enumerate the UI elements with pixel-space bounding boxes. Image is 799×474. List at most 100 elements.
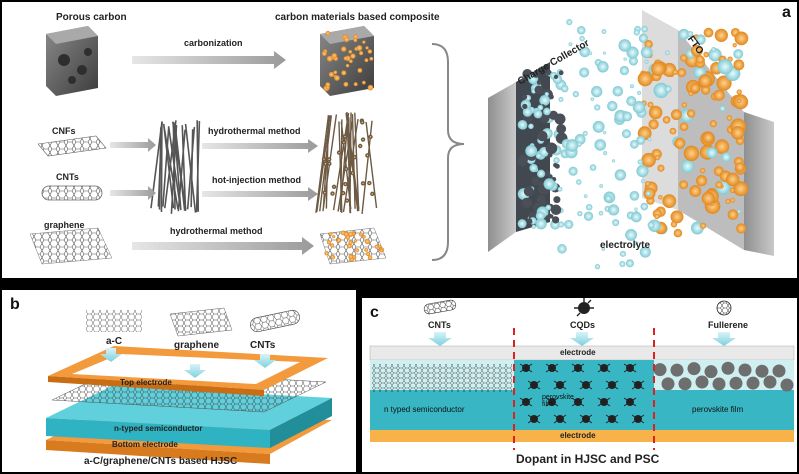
fto-particle: [706, 147, 718, 159]
composite-particle: [334, 75, 340, 81]
composite-particle: [346, 243, 352, 249]
composite-particle: [326, 240, 332, 245]
electrolyte-particle: [591, 85, 603, 98]
composite-particle: [349, 59, 353, 64]
fto-particle: [725, 172, 740, 187]
fullerene-dopants: [653, 361, 794, 392]
cqd-dopants: [519, 363, 645, 424]
fibre: [196, 120, 200, 212]
fibre: [157, 121, 163, 207]
composite-particle: [325, 85, 330, 90]
cqd-ligand: [527, 414, 541, 424]
collector-particle: [548, 174, 553, 179]
composite-particle: [365, 251, 371, 257]
composite-particle: [364, 247, 369, 252]
material-graphene-b: graphene: [174, 340, 220, 351]
composite-particle: [358, 232, 364, 237]
electrolyte-particle: [576, 25, 586, 35]
composite-particle: [336, 237, 342, 243]
composite-particle: [353, 34, 358, 39]
composite-particle: [362, 40, 366, 44]
fto-particle: [700, 85, 711, 95]
fto-particle: [679, 122, 689, 132]
composite-particle: [370, 191, 375, 197]
electrolyte-particle: [611, 159, 616, 163]
fto-particle: [714, 139, 730, 154]
composite-particle: [327, 161, 332, 166]
collector-particle: [529, 163, 538, 173]
fullerene: [704, 365, 718, 379]
cqd-ligand: [571, 397, 585, 407]
electrolyte-particle: [583, 194, 588, 198]
cqd-ligand: [579, 380, 593, 390]
fullerene: [729, 376, 743, 390]
fto-particle: [647, 101, 654, 108]
device-particles: [517, 19, 749, 270]
top-electrode-label: Top electrode: [120, 378, 172, 387]
collector-particle: [517, 219, 527, 229]
material-cnfs: CNFs: [52, 126, 76, 136]
composite-particle: [353, 239, 358, 243]
collector-particle: [558, 70, 564, 76]
electrolyte-particle: [636, 164, 649, 178]
composite-particle: [348, 50, 353, 54]
electrolyte-particle: [568, 42, 573, 47]
composite-particle: [321, 156, 327, 162]
electrolyte-particle: [566, 19, 573, 26]
fto-particle: [695, 34, 706, 45]
electrolyte-particle: [622, 111, 633, 122]
composite-particle: [365, 46, 369, 50]
composite-particle: [368, 134, 373, 140]
a-c-icon: [86, 310, 142, 332]
composite-particle: [321, 51, 327, 57]
cqd-ligand: [597, 397, 611, 407]
collector-particle: [558, 221, 565, 228]
arrow-cnts-c: [428, 332, 452, 346]
composite-particle: [364, 58, 369, 63]
collector-particle: [553, 196, 561, 204]
electrolyte-particle: [633, 240, 639, 246]
bottom-electrode-label-c: electrode: [560, 431, 596, 440]
electrolyte-particle: [608, 204, 620, 216]
fullerene: [687, 362, 701, 376]
panel-c-caption: Dopant in HJSC and PSC: [516, 452, 660, 466]
electrolyte-particle: [639, 246, 651, 258]
fto-particle: [702, 131, 715, 144]
electrolyte-particle: [579, 67, 590, 78]
fibre: [177, 129, 186, 212]
composite-particle: [345, 234, 351, 240]
fibre: [171, 121, 187, 210]
electrolyte-particle: [603, 131, 607, 135]
fto-particle: [644, 39, 653, 49]
fto-particle: [713, 89, 725, 101]
fullerene: [670, 363, 684, 377]
composite-particle: [344, 198, 350, 203]
fullerene: [661, 377, 675, 391]
electrolyte-particle: [640, 179, 645, 183]
composite-title: carbon materials based composite: [275, 12, 440, 23]
electrolyte-particle: [594, 104, 601, 111]
fto-particle: [727, 209, 739, 220]
electrolyte-particle: [629, 84, 634, 89]
electrolyte-particle: [629, 139, 639, 149]
composite-particle: [328, 232, 333, 236]
fto-particle: [674, 137, 686, 149]
fto-particle: [709, 120, 717, 128]
composite-particle: [326, 157, 332, 162]
electrolyte-particle: [565, 139, 579, 152]
cqd-ligand: [631, 414, 645, 424]
electrolyte-particle: [634, 207, 638, 211]
composite-particle: [341, 140, 347, 145]
electrolyte-particle: [594, 139, 607, 151]
fto-particle: [717, 59, 733, 75]
right-perovskite-layer: [654, 390, 794, 430]
electrolyte-particle: [579, 35, 585, 42]
electrolyte-particle: [630, 211, 642, 223]
electrolyte-particle: [564, 219, 574, 230]
collector-particle: [558, 97, 564, 103]
fto-particle: [711, 47, 716, 52]
composite-particle: [364, 238, 371, 245]
fto-particle: [648, 119, 659, 130]
collector-particle: [536, 80, 542, 85]
fto-particle: [654, 213, 660, 220]
